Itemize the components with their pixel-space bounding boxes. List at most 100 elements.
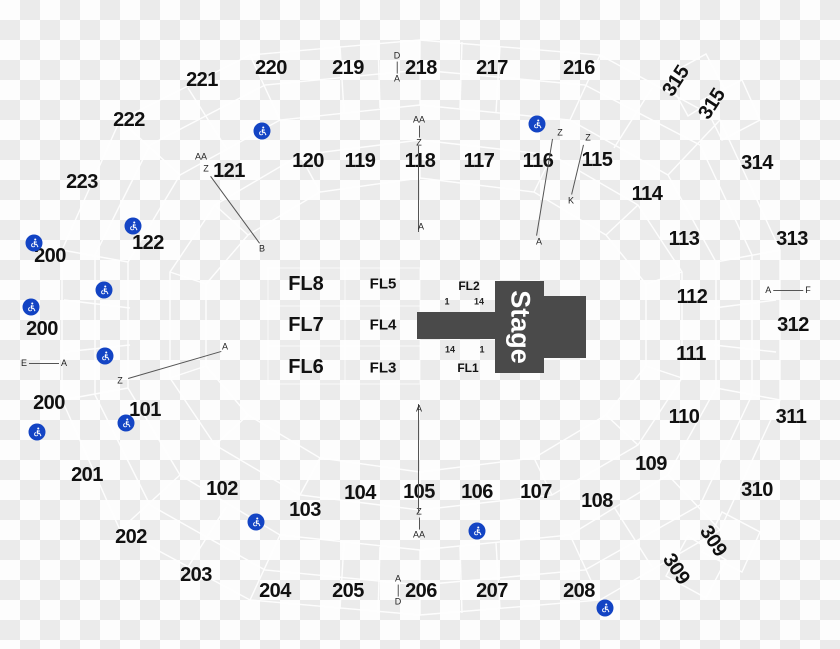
section-117[interactable]: 117 xyxy=(463,150,495,172)
section-218-13[interactable]: 218 xyxy=(405,57,437,79)
accessible-seating-icon[interactable] xyxy=(95,281,113,299)
section-200-0[interactable]: 200 xyxy=(34,245,66,267)
section-105[interactable]: 105 xyxy=(403,481,435,503)
section-118[interactable]: 118 xyxy=(404,150,436,172)
section-101[interactable]: 101 xyxy=(129,399,161,421)
section-109[interactable]: 109 xyxy=(635,453,667,475)
section-309-1[interactable]: 309 xyxy=(658,549,694,589)
section-217-12[interactable]: 217 xyxy=(476,57,508,79)
floor-section-fl2[interactable]: FL2 xyxy=(458,279,480,293)
section-223-18[interactable]: 223 xyxy=(66,171,98,193)
section-200-1[interactable]: 200 xyxy=(26,318,58,340)
floor-section-fl6[interactable]: FL6 xyxy=(288,356,324,378)
section-204-6[interactable]: 204 xyxy=(259,580,291,602)
accessible-seating-icon[interactable] xyxy=(96,347,114,365)
section-219-14[interactable]: 219 xyxy=(332,57,364,79)
row-range-line xyxy=(396,62,398,74)
section-203-5[interactable]: 203 xyxy=(180,564,212,586)
row-letter-left: E xyxy=(20,358,27,368)
row-letter-bottom: A xyxy=(393,74,400,84)
stage-runway xyxy=(417,312,495,339)
section-102[interactable]: 102 xyxy=(206,478,238,500)
accessible-seating-icon[interactable] xyxy=(596,599,614,617)
section-106[interactable]: 106 xyxy=(461,481,493,503)
leader-line xyxy=(418,404,419,513)
accessible-seating-icon[interactable] xyxy=(468,522,486,540)
accessible-seating-icon[interactable] xyxy=(124,217,142,235)
section-207-9[interactable]: 207 xyxy=(476,580,508,602)
section-216-11[interactable]: 216 xyxy=(563,57,595,79)
leader-line xyxy=(128,351,222,379)
row-letter-mark: A xyxy=(417,221,425,232)
row-range-line xyxy=(418,518,420,530)
accessible-seating-icon[interactable] xyxy=(253,122,271,140)
row-range-line xyxy=(418,126,420,138)
section-103[interactable]: 103 xyxy=(289,499,321,521)
row-letter-bottom: D xyxy=(394,597,402,607)
section-202-4[interactable]: 202 xyxy=(115,526,147,548)
section-206-8[interactable]: 206 xyxy=(405,580,437,602)
section-110[interactable]: 110 xyxy=(668,406,700,428)
row-range-line xyxy=(29,362,59,364)
section-111[interactable]: 111 xyxy=(676,343,706,365)
section-112[interactable]: 112 xyxy=(676,286,708,308)
section-309-0[interactable]: 309 xyxy=(695,521,731,561)
floor-section-fl1[interactable]: FL1 xyxy=(457,361,479,375)
section-315-8[interactable]: 315 xyxy=(658,61,694,101)
accessible-seating-icon[interactable] xyxy=(22,298,40,316)
section-108[interactable]: 108 xyxy=(581,490,613,512)
row-letter-left: A xyxy=(765,285,772,295)
leader-line xyxy=(418,146,419,232)
floor-section-fl8[interactable]: FL8 xyxy=(288,273,324,295)
section-114[interactable]: 114 xyxy=(631,183,663,205)
section-113[interactable]: 113 xyxy=(668,228,700,250)
section-315-7[interactable]: 315 xyxy=(694,84,730,124)
section-107[interactable]: 107 xyxy=(520,481,552,503)
section-119[interactable]: 119 xyxy=(344,150,376,172)
row-letter-top: D xyxy=(393,50,401,61)
row-letter-bottom: AA xyxy=(412,530,426,540)
accessible-seating-icon[interactable] xyxy=(25,234,43,252)
stage-label: Stage xyxy=(505,290,536,364)
floor-seat-number: 1 xyxy=(444,296,450,307)
floor-section-fl4[interactable]: FL4 xyxy=(369,316,397,334)
section-311-3[interactable]: 311 xyxy=(775,406,807,428)
section-116[interactable]: 116 xyxy=(522,150,554,172)
section-122[interactable]: 122 xyxy=(132,232,164,254)
accessible-seating-icon[interactable] xyxy=(117,414,135,432)
leader-label: K xyxy=(567,195,575,206)
section-205-7[interactable]: 205 xyxy=(332,580,364,602)
section-313-5[interactable]: 313 xyxy=(776,228,808,250)
section-120[interactable]: 120 xyxy=(292,150,324,172)
section-104[interactable]: 104 xyxy=(344,482,376,504)
section-208-10[interactable]: 208 xyxy=(563,580,595,602)
section-115[interactable]: 115 xyxy=(581,149,613,171)
accessible-seating-icon[interactable] xyxy=(247,513,265,531)
accessible-seating-icon[interactable] xyxy=(528,115,546,133)
section-121[interactable]: 121 xyxy=(213,160,245,182)
section-222-17[interactable]: 222 xyxy=(113,109,145,131)
section-310-2[interactable]: 310 xyxy=(741,479,773,501)
section-220-15[interactable]: 220 xyxy=(255,57,287,79)
row-letter-top: Z xyxy=(413,507,425,517)
section-221-16[interactable]: 221 xyxy=(186,69,218,91)
floor-section-fl7[interactable]: FL7 xyxy=(288,314,324,336)
stage-rear-extension xyxy=(544,296,586,358)
section-312-4[interactable]: 312 xyxy=(777,314,809,336)
section-314-6[interactable]: 314 xyxy=(741,152,773,174)
section-201-3[interactable]: 201 xyxy=(71,464,103,486)
floor-seat-number: 14 xyxy=(444,344,456,355)
leader-label: B xyxy=(258,243,266,254)
accessible-seating-icon[interactable] xyxy=(28,423,46,441)
section-200-2[interactable]: 200 xyxy=(33,392,65,414)
leader-label: Z xyxy=(203,163,209,174)
floor-section-fl5[interactable]: FL5 xyxy=(369,275,397,293)
leader-label: A xyxy=(221,341,229,352)
floor-section-fl3[interactable]: FL3 xyxy=(369,359,397,377)
floor-seat-number: 14 xyxy=(473,296,485,307)
floor-seat-number: 1 xyxy=(479,344,485,355)
